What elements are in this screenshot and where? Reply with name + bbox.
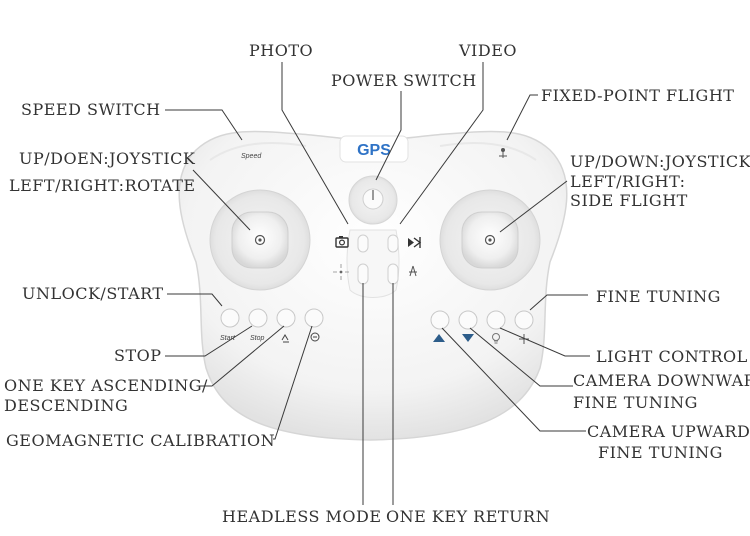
label-right-stick-line2: LEFT/RIGHT: <box>570 172 686 191</box>
bulb-icon <box>492 333 500 344</box>
label-geomagnetic-calibration: GEOMAGNETIC CALIBRATION <box>6 431 275 450</box>
fixed-point-mark-icon <box>499 148 507 158</box>
label-fixed-point-flight: FIXED-POINT FLIGHT <box>541 86 734 105</box>
gps-label: GPS <box>357 142 391 159</box>
power-switch[interactable] <box>348 175 398 225</box>
one-key-return-button[interactable] <box>387 263 399 285</box>
label-one-key-ascending-line2: DESCENDING <box>4 396 128 415</box>
calibration-icon <box>310 332 320 342</box>
label-camera-upward-line2: FINE TUNING <box>598 443 723 462</box>
label-camera-downward-line2: FINE TUNING <box>573 393 698 412</box>
label-light-control: LIGHT CONTROL <box>596 347 748 366</box>
video-button[interactable] <box>387 234 399 253</box>
label-power-switch: POWER SWITCH <box>331 71 477 90</box>
camera-down-button[interactable] <box>458 310 478 330</box>
fine-tuning-button[interactable] <box>514 310 534 330</box>
ascend-descend-icon <box>281 334 289 343</box>
label-speed-switch: SPEED SWITCH <box>21 100 161 119</box>
video-icon <box>408 237 422 248</box>
callout-labels: PHOTO VIDEO POWER SWITCH SPEED SWITCH FI… <box>4 41 750 526</box>
left-joystick[interactable] <box>209 189 311 291</box>
photo-button[interactable] <box>357 234 369 253</box>
label-one-key-ascending-line1: ONE KEY ASCENDING/ <box>4 376 208 395</box>
label-right-stick-line1: UP/DOWN:JOYSTICK <box>570 152 750 171</box>
ascend-descend-button[interactable] <box>276 308 296 328</box>
label-fine-tuning: FINE TUNING <box>596 287 721 306</box>
camera-up-button[interactable] <box>430 310 450 330</box>
right-joystick[interactable] <box>439 189 541 291</box>
triangle-down-icon <box>462 334 474 342</box>
triangle-up-icon <box>433 334 445 342</box>
label-camera-downward-line1: CAMERA DOWNWARD <box>573 371 750 390</box>
camera-icon <box>335 236 349 248</box>
geomagnetic-calibration-button[interactable] <box>304 308 324 328</box>
start-mark: Start <box>220 335 236 342</box>
move-arrows-icon <box>519 334 529 344</box>
leader-lines <box>165 62 590 505</box>
headless-icon <box>333 264 349 280</box>
headless-mode-button[interactable] <box>357 263 369 285</box>
gps-badge: GPS <box>339 135 409 163</box>
label-headless-mode: HEADLESS MODE <box>222 507 382 526</box>
label-unlock-start: UNLOCK/START <box>22 284 164 303</box>
label-photo: PHOTO <box>249 41 313 60</box>
speed-mark: Speed <box>241 153 262 160</box>
label-one-key-return: ONE KEY RETURN <box>386 507 550 526</box>
start-button[interactable] <box>220 308 240 328</box>
light-control-button[interactable] <box>486 310 506 330</box>
stop-mark: Stop <box>250 335 265 342</box>
label-camera-upward-line1: CAMERA UPWARD <box>587 422 750 441</box>
label-video: VIDEO <box>458 41 517 60</box>
label-stop: STOP <box>114 346 162 365</box>
label-right-stick-line3: SIDE FLIGHT <box>570 191 688 210</box>
return-icon <box>409 265 417 277</box>
label-left-stick-line2: LEFT/RIGHT:ROTATE <box>9 176 196 195</box>
label-left-stick-line1: UP/DOEN:JOYSTICK <box>19 149 196 168</box>
stop-button[interactable] <box>248 308 268 328</box>
